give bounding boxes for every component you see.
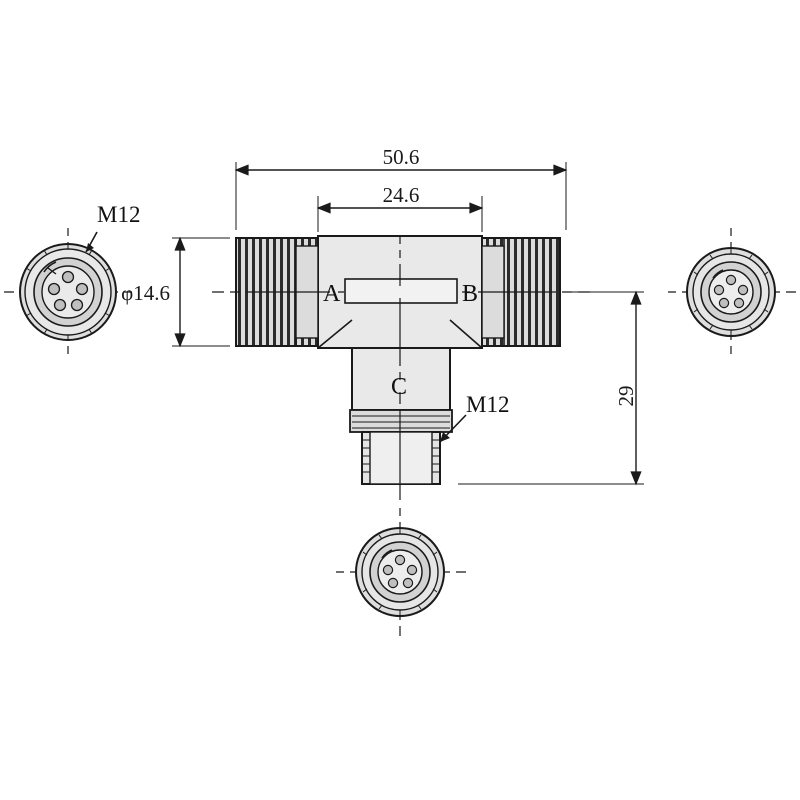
knurl-ticks-bottom [362,529,438,615]
port-b-label: B [462,281,478,307]
pin-3 [75,282,89,296]
dim-24-text: 24.6 [383,183,420,207]
pin-right-4 [718,297,730,309]
pin-5 [70,298,84,312]
right-end-view [668,228,796,354]
knurl-ticks [25,244,111,340]
keyway-detail [47,267,57,275]
dimension-lines: 50.6 24.6 φ14.6 29 [121,145,644,486]
keyway-notch-right [712,269,724,279]
port-a-label: A [323,281,341,307]
branch-fillet-lines [317,319,483,349]
pin-bottom-1 [394,554,406,566]
pin-right-3 [737,284,749,296]
m12-bottom-label: M12 [466,392,509,417]
pin-right-2 [713,284,725,296]
branch-collar-grooves [352,415,450,429]
keyway-notch-bottom [381,549,393,559]
dim-50-text: 50.6 [383,145,420,169]
pin-bottom-3 [406,564,418,576]
pin-right-5 [733,297,745,309]
pin-4 [53,298,67,312]
branch-collar [349,409,453,433]
branch-thread-core [369,431,433,485]
bottom-end-view [336,508,466,636]
m12-left-label: M12 [97,202,140,227]
port-c-label: C [391,374,407,400]
pin-bottom-2 [382,564,394,576]
pin-bottom-4 [387,577,399,589]
keyway-notch [43,261,57,273]
dim-diameter-text: φ14.6 [121,281,170,305]
dim-29-text: 29 [614,386,638,407]
pin-bottom-5 [402,577,414,589]
pin-right-1 [725,274,737,286]
left-end-view: M12 [4,202,140,354]
pin-1 [61,270,75,284]
m12-left-arrowhead [86,243,94,252]
pin-2 [47,282,61,296]
knurl-ticks-right [693,249,769,335]
internal-cavity [344,278,458,304]
m12-bottom-arrowhead [440,432,450,442]
main-view: A B C M12 [212,235,590,500]
